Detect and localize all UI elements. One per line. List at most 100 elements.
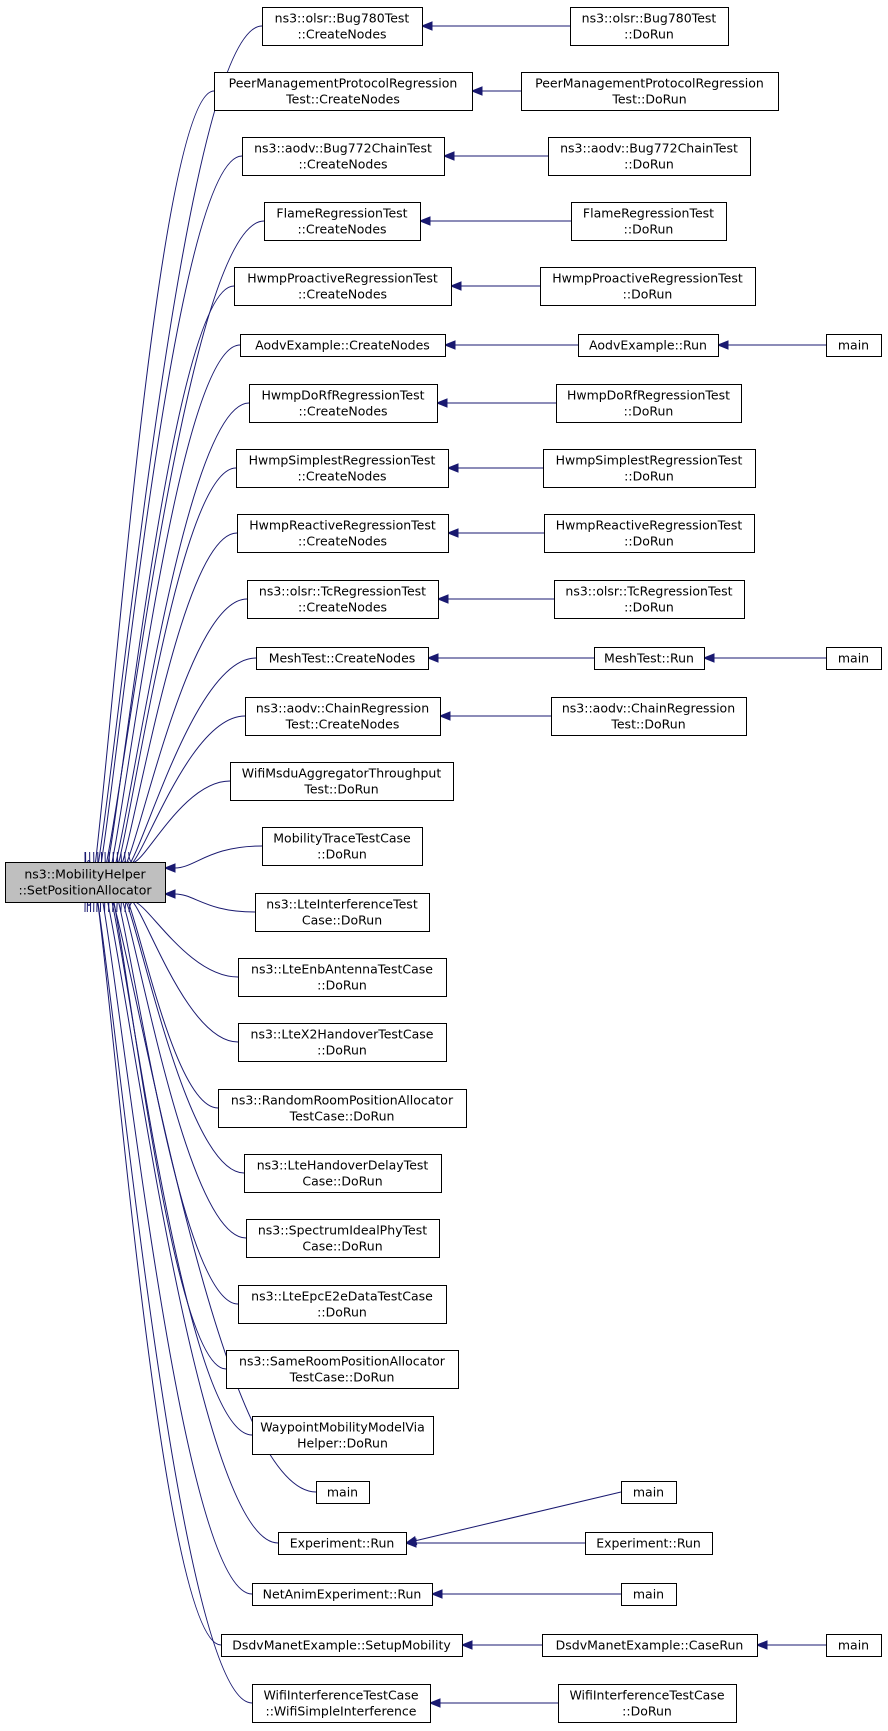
edge-line	[120, 894, 219, 1109]
node-label-line: Test::CreateNodes	[285, 92, 400, 107]
edge-line	[108, 467, 237, 881]
function-node-n21[interactable]: ns3::LteEpcE2eDataTestCase::DoRun	[238, 1285, 447, 1324]
function-node-n9[interactable]: HwmpReactiveRegressionTest::CreateNodes	[237, 514, 449, 553]
function-node-n3[interactable]: ns3::aodv::Bug772ChainTest::CreateNodes	[242, 137, 445, 176]
node-label-line: ::CreateNodes	[297, 222, 386, 237]
function-node-n8[interactable]: HwmpSimplestRegressionTest::CreateNodes	[236, 449, 449, 488]
node-label-line: WaypointMobilityModelVia	[260, 1420, 425, 1435]
node-box	[255, 893, 430, 932]
function-node-n16[interactable]: ns3::LteEnbAntennaTestCase::DoRun	[238, 958, 447, 997]
node-label-line: ::CreateNodes	[298, 157, 387, 172]
function-node-n2r[interactable]: PeerManagementProtocolRegressionTest::Do…	[521, 72, 779, 111]
node-box	[558, 1684, 737, 1723]
node-label-line: ::CreateNodes	[297, 27, 386, 42]
function-node-n8r[interactable]: HwmpSimplestRegressionTest::DoRun	[543, 449, 756, 488]
function-node-n11m[interactable]: main	[826, 647, 882, 670]
node-label-line: HwmpReactiveRegressionTest	[556, 518, 743, 533]
function-node-n17[interactable]: ns3::LteX2HandoverTestCase::DoRun	[238, 1023, 447, 1062]
function-node-n10[interactable]: ns3::olsr::TcRegressionTest::CreateNodes	[247, 580, 439, 619]
node-label-line: PeerManagementProtocolRegression	[535, 76, 764, 91]
function-node-n27m[interactable]: main	[826, 1634, 882, 1657]
function-node-n6[interactable]: AodvExample::CreateNodes	[240, 334, 446, 357]
root-function-node[interactable]: ns3::MobilityHelper::SetPositionAllocato…	[5, 862, 166, 903]
arrowhead	[702, 653, 715, 663]
node-label-line: ns3::olsr::TcRegressionTest	[259, 584, 426, 599]
node-box	[621, 1583, 677, 1606]
node-box	[221, 1634, 463, 1657]
function-node-n12[interactable]: ns3::aodv::ChainRegressionTest::CreateNo…	[245, 697, 441, 736]
node-box	[543, 449, 756, 488]
function-node-n2[interactable]: PeerManagementProtocolRegressionTest::Cr…	[214, 72, 473, 111]
node-box	[244, 1154, 442, 1193]
function-node-n4r[interactable]: FlameRegressionTest::DoRun	[571, 202, 727, 241]
arrowhead	[446, 528, 459, 538]
arrowhead	[428, 1698, 441, 1708]
function-node-n28r[interactable]: WifiInterferenceTestCase::DoRun	[558, 1684, 737, 1723]
node-label-line: ns3::olsr::Bug780Test	[275, 11, 410, 26]
node-label-line: ::DoRun	[624, 600, 674, 615]
function-node-n14[interactable]: MobilityTraceTestCase::DoRun	[262, 827, 423, 866]
edge-n25r-to-n25	[404, 1538, 585, 1548]
function-node-n9r[interactable]: HwmpReactiveRegressionTest::DoRun	[544, 514, 755, 553]
node-box	[218, 1089, 467, 1128]
function-node-n27[interactable]: DsdvManetExample::SetupMobility	[221, 1634, 463, 1657]
edge-line	[128, 780, 231, 863]
function-node-n6r[interactable]: AodvExample::Run	[578, 334, 719, 357]
function-node-n11r[interactable]: MeshTest::Run	[594, 647, 705, 670]
function-node-n22[interactable]: ns3::SameRoomPositionAllocatorTestCase::…	[226, 1350, 459, 1389]
function-node-n25[interactable]: Experiment::Run	[278, 1532, 407, 1555]
function-node-n4[interactable]: FlameRegressionTest::CreateNodes	[264, 202, 421, 241]
function-node-n5[interactable]: HwmpProactiveRegressionTest::CreateNodes	[234, 267, 452, 306]
function-node-n6m[interactable]: main	[826, 334, 882, 357]
node-label-line: PeerManagementProtocolRegression	[229, 76, 458, 91]
edge-line	[174, 893, 256, 913]
arrowhead	[460, 1640, 473, 1650]
function-node-n5r[interactable]: HwmpProactiveRegressionTest::DoRun	[540, 267, 756, 306]
function-node-n24[interactable]: main	[316, 1481, 370, 1504]
function-node-n26[interactable]: NetAnimExperiment::Run	[252, 1583, 433, 1606]
node-box	[585, 1532, 713, 1555]
function-node-n18[interactable]: ns3::RandomRoomPositionAllocatorTestCase…	[218, 1089, 467, 1128]
function-node-n3r[interactable]: ns3::aodv::Bug772ChainTest::DoRun	[548, 137, 751, 176]
edge-n1r-to-n1	[420, 21, 570, 31]
function-node-n7r[interactable]: HwmpDoRfRegressionTest::DoRun	[556, 384, 742, 423]
edge-line	[84, 860, 253, 1704]
arrowhead	[435, 398, 448, 408]
edge-n7r-to-n7	[435, 398, 556, 408]
edge-line	[104, 879, 227, 1370]
function-node-n1r[interactable]: ns3::olsr::Bug780Test::DoRun	[570, 7, 729, 46]
node-box	[252, 1583, 433, 1606]
node-box	[238, 1285, 447, 1324]
arrowhead	[163, 889, 176, 899]
function-node-n10r[interactable]: ns3::olsr::TcRegressionTest::DoRun	[554, 580, 745, 619]
node-label-line: ::CreateNodes	[298, 404, 387, 419]
node-label-line: main	[327, 1485, 358, 1500]
function-node-n1[interactable]: ns3::olsr::Bug780Test::CreateNodes	[262, 7, 423, 46]
function-node-n28[interactable]: WifiInterferenceTestCase::WifiSimpleInte…	[252, 1684, 431, 1723]
node-label-line: HwmpSimplestRegressionTest	[556, 453, 743, 468]
node-box	[238, 958, 447, 997]
function-node-n11[interactable]: MeshTest::CreateNodes	[256, 647, 429, 670]
node-box	[252, 1684, 431, 1723]
node-box	[5, 862, 166, 903]
node-label-line: ::DoRun	[317, 1043, 367, 1058]
edge-n2r-to-n2	[470, 86, 521, 96]
node-box	[252, 1416, 434, 1455]
node-label-line: HwmpProactiveRegressionTest	[247, 271, 438, 286]
function-node-n27r[interactable]: DsdvManetExample::CaseRun	[542, 1634, 758, 1657]
function-node-n7[interactable]: HwmpDoRfRegressionTest::CreateNodes	[249, 384, 438, 423]
node-label-line: Case::DoRun	[302, 913, 382, 928]
node-box	[316, 1481, 370, 1504]
node-box	[237, 514, 449, 553]
function-node-n25m[interactable]: main	[621, 1481, 677, 1504]
function-node-n26m[interactable]: main	[621, 1583, 677, 1606]
function-node-n25r[interactable]: Experiment::Run	[585, 1532, 713, 1555]
edge-n14-to-root	[163, 845, 263, 873]
